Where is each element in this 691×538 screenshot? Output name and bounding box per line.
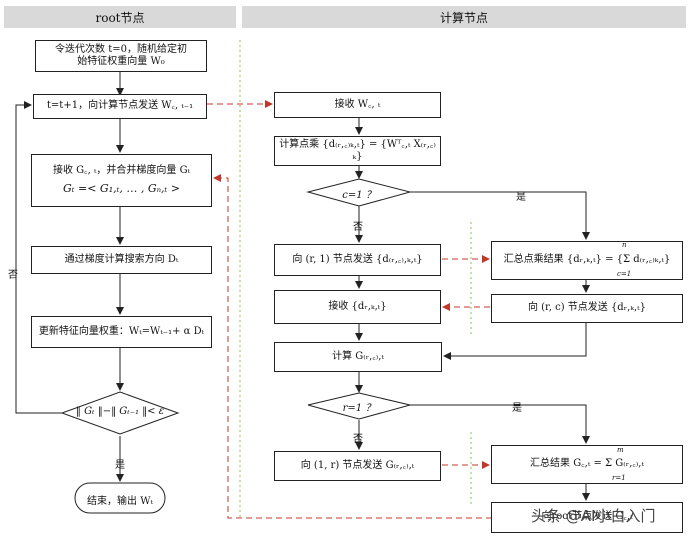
send-weights-label: t=t+1，向计算节点发送 W꜀, ₜ₋₁ (46, 100, 194, 112)
send-r1-label: 向 (r, 1) 节点发送 {d₍ᵣ,꜀₎,ₖ,ₜ} (292, 253, 423, 265)
update-weights-box: 更新特征向量权重：Wₜ=Wₜ₋₁+ α Dₜ (31, 316, 212, 348)
root-header: root节点 (4, 6, 236, 28)
cond-c-label: c=1 ？ (342, 190, 376, 201)
update-weights-label: 更新特征向量权重：Wₜ=Wₜ₋₁+ α Dₜ (38, 325, 205, 337)
send-1r-label: 向 (1, r) 节点发送 G₍ᵣ,꜀₎,ₜ (300, 459, 415, 471)
recv-d-label: 接收 {dᵣ,ₖ,ₜ} (328, 300, 387, 312)
summary-dot-top: n (622, 241, 627, 249)
calc-g-label: 计算 G₍ᵣ,꜀₎,ₜ (332, 350, 384, 362)
search-direction-label: 通过梯度计算搜索方向 Dₜ (64, 253, 179, 265)
end-label: 结束，输出 Wₜ (87, 496, 153, 507)
merge-gradient-line-1: 接收 G꜀, ₜ，并合并梯度向量 Gₜ (52, 165, 191, 177)
dot-product-box: 计算点乘 {d₍ᵣ,꜀₎ₖ,ₜ} = {Wᵀ꜀,ₜ X₍ᵣ,꜀₎ₖ} (274, 136, 441, 166)
summary-g-label: 汇总结果 G꜀,ₜ = Σ G₍ᵣ,꜀₎,ₜ (530, 458, 644, 470)
init-box: 令迭代次数 t=0，随机给定初 始特征权重向量 W₀ (35, 40, 207, 72)
summary-g-top: m (617, 446, 624, 454)
cond-r-no-label: 否 (353, 434, 363, 445)
merge-gradient-line-2: Gₜ =< G₁,ₜ, … , Gₙ,ₜ > (63, 181, 180, 195)
summary-dot-label: 汇总点乘结果 {dᵣ,ₖ,ₜ} = {Σ d₍ᵣ,꜀₎ₖ,ₜ} (503, 254, 671, 266)
converged-yes-label: 是 (115, 460, 125, 471)
calc-g-box: 计算 G₍ᵣ,꜀₎,ₜ (274, 342, 442, 372)
cond-c-yes-label: 是 (516, 192, 526, 203)
cond-r-yes-label: 是 (512, 403, 522, 414)
recv-weights-box: 接收 W꜀, ₜ (274, 92, 441, 118)
send-rc-label: 向 (r, c) 节点发送 {dᵣ,ₖ,ₜ} (527, 302, 647, 314)
send-root-label: 向root节点发送 G꜀,ₜ (541, 511, 633, 523)
send-root-box: 向root节点发送 G꜀,ₜ (491, 502, 683, 533)
cond-r-label: r=1 ？ (342, 403, 376, 414)
watermark-text: 头条 @AI小白入门 (531, 507, 656, 525)
cond-c-no-label: 否 (353, 222, 363, 233)
send-weights-box: t=t+1，向计算节点发送 W꜀, ₜ₋₁ (33, 94, 207, 119)
summary-dot-box: 汇总点乘结果 {dᵣ,ₖ,ₜ} = {Σ d₍ᵣ,꜀₎ₖ,ₜ} n c=1 (491, 241, 683, 280)
loop-no-label: 否 (8, 270, 18, 281)
search-direction-box: 通过梯度计算搜索方向 Dₜ (31, 246, 212, 274)
merge-gradient-box: 接收 G꜀, ₜ，并合并梯度向量 Gₜ Gₜ =< G₁,ₜ, … , Gₙ,ₜ… (31, 154, 212, 207)
dot-product-label: 计算点乘 {d₍ᵣ,꜀₎ₖ,ₜ} = {Wᵀ꜀,ₜ X₍ᵣ,꜀₎ₖ} (279, 138, 436, 163)
compute-header: 计算节点 (242, 6, 686, 28)
send-1r-box: 向 (1, r) 节点发送 G₍ᵣ,꜀₎,ₜ (274, 451, 441, 481)
recv-d-box: 接收 {dᵣ,ₖ,ₜ} (274, 290, 441, 324)
convergence-condition: ‖ Gₜ ‖−‖ Gₜ₋₁ ‖< ε (75, 406, 165, 417)
recv-weights-label: 接收 W꜀, ₜ (334, 98, 381, 110)
send-rc-box: 向 (r, c) 节点发送 {dᵣ,ₖ,ₜ} (491, 294, 683, 323)
init-line-1: 令迭代次数 t=0，随机给定初 (55, 43, 187, 55)
summary-g-box: 汇总结果 G꜀,ₜ = Σ G₍ᵣ,꜀₎,ₜ m r=1 (491, 445, 683, 484)
summary-g-bottom: r=1 (612, 474, 626, 482)
init-line-2: 始特征权重向量 W₀ (77, 56, 165, 67)
summary-dot-bottom: c=1 (617, 270, 632, 278)
send-r1-box: 向 (r, 1) 节点发送 {d₍ᵣ,꜀₎,ₖ,ₜ} (274, 244, 441, 276)
